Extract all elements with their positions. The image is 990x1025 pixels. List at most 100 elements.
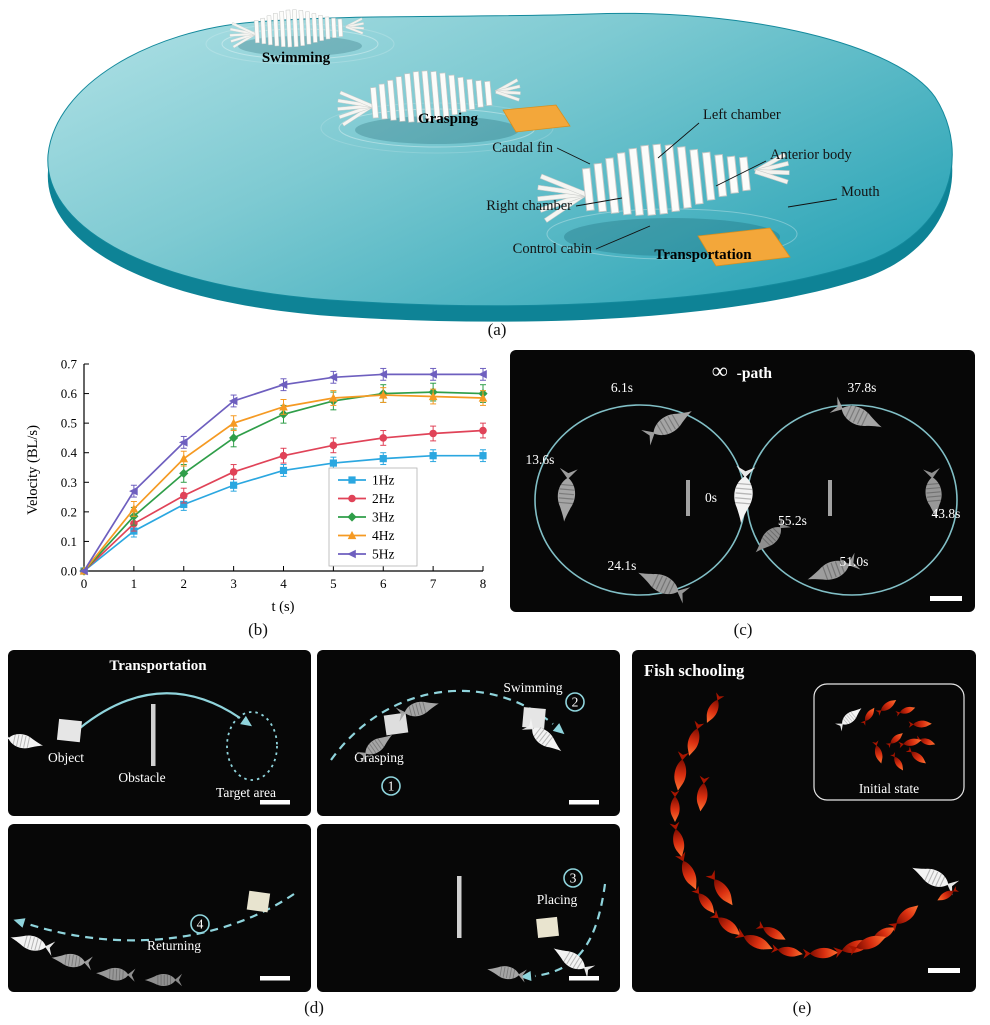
fish-silhouette	[557, 467, 578, 522]
red-fish	[905, 746, 926, 764]
legend-label: 2Hz	[372, 491, 395, 506]
legend-label: 4Hz	[372, 528, 395, 543]
step-circle	[381, 776, 401, 796]
initial-state-inset	[813, 683, 965, 801]
label-mouth: Mouth	[841, 184, 880, 200]
time-label: 55.2s	[778, 513, 807, 528]
origami-fish-robot	[337, 70, 521, 127]
y-tick-label: 0.5	[61, 416, 77, 431]
caption-b: (b)	[248, 620, 268, 639]
x-tick-label: 3	[230, 576, 237, 591]
red-fish	[771, 944, 803, 957]
x-tick-label: 8	[480, 576, 487, 591]
red-fish	[875, 699, 897, 716]
time-label: 0s	[705, 490, 717, 505]
red-fish	[687, 720, 705, 756]
red-fish	[847, 935, 886, 956]
red-fish	[898, 738, 922, 749]
step-number: 2	[572, 695, 579, 710]
object-square	[246, 890, 271, 913]
time-label: 6.1s	[611, 380, 633, 395]
fish-silhouette	[553, 948, 596, 979]
caption-d: (d)	[304, 998, 324, 1017]
step-number: 3	[570, 871, 577, 886]
panel-a-overview: Swimming Grasping Transportation Caudal …	[47, 9, 953, 322]
scale-bar	[260, 976, 290, 981]
red-fish	[696, 775, 710, 812]
red-fish	[670, 790, 680, 822]
scale-bar	[260, 800, 290, 805]
transport-pad	[697, 227, 791, 267]
fish-silhouette	[395, 701, 439, 722]
red-fish	[675, 851, 697, 890]
object-square	[536, 916, 559, 938]
returning-label: Returning	[147, 938, 201, 953]
legend-label: 1Hz	[372, 473, 395, 488]
fish-silhouette	[923, 467, 942, 519]
fish-silhouette	[638, 572, 691, 604]
caption-e: (e)	[792, 998, 812, 1017]
step-number: 1	[388, 779, 395, 794]
fish-silhouette	[144, 973, 183, 987]
fish-silhouette	[755, 517, 791, 553]
target-area-label: Target area	[216, 785, 276, 800]
legend-label: 3Hz	[372, 510, 395, 525]
grasp-pad	[502, 104, 571, 133]
scale-bar	[569, 976, 599, 981]
x-tick-label: 2	[181, 576, 188, 591]
origami-fish-layer	[229, 9, 790, 223]
arrowhead	[520, 971, 532, 981]
y-axis-title: Velocity (BL/s)	[25, 425, 41, 515]
red-fish	[691, 885, 715, 914]
fish-silhouette	[807, 552, 861, 581]
caption-c: (c)	[733, 620, 753, 639]
initial-state-label: Initial state	[859, 781, 919, 796]
object-square	[56, 718, 82, 743]
red-fish	[709, 909, 741, 936]
fish-silhouette	[641, 411, 692, 446]
panel-d1-title: Transportation	[109, 658, 207, 674]
red-fish	[872, 740, 883, 764]
label-control-cabin: Control cabin	[513, 241, 593, 257]
obstacle-bar	[686, 480, 690, 516]
fish-silhouette	[96, 967, 136, 982]
y-tick-label: 0.3	[61, 475, 77, 490]
fish-silhouette	[829, 396, 882, 428]
red-fish	[802, 947, 839, 959]
label-grasping: Grasping	[418, 111, 479, 127]
red-fish	[888, 905, 919, 932]
fish-silhouette	[835, 708, 862, 732]
fish-layer	[8, 729, 44, 749]
label-transportation: Transportation	[654, 247, 752, 263]
step-circle	[565, 692, 585, 712]
red-fish	[674, 751, 689, 791]
fish-silhouette	[912, 867, 960, 896]
red-fish	[755, 920, 786, 940]
step-circle	[190, 914, 210, 934]
fish-silhouette	[521, 717, 562, 752]
arrowhead	[552, 723, 565, 735]
obstacle-bar	[457, 876, 462, 938]
caption-a: (a)	[487, 320, 507, 339]
arrowhead	[520, 971, 532, 981]
x-tick-label: 7	[430, 576, 437, 591]
y-tick-label: 0.2	[61, 504, 77, 519]
legend-label: 5Hz	[372, 547, 395, 562]
swim-path	[330, 689, 554, 761]
transportation-panel: Transportation Object Obstacle Target ar…	[8, 650, 311, 816]
scale-bar	[930, 596, 962, 601]
y-tick-label: 0.7	[61, 357, 78, 372]
time-label: 43.8s	[932, 506, 961, 521]
placing-label: Placing	[537, 892, 578, 907]
x-tick-label: 4	[280, 576, 287, 591]
fish-silhouette	[356, 734, 393, 763]
schooling-fish-layer	[669, 692, 960, 959]
time-label: 13.6s	[526, 452, 555, 467]
fish-layer	[356, 701, 562, 763]
x-tick-label: 6	[380, 576, 387, 591]
y-tick-label: 0.6	[61, 386, 78, 401]
fish-silhouette	[487, 966, 527, 983]
water-platform	[47, 12, 953, 322]
arrowhead	[240, 715, 253, 727]
returning-panel: 4 Returning	[8, 824, 311, 992]
